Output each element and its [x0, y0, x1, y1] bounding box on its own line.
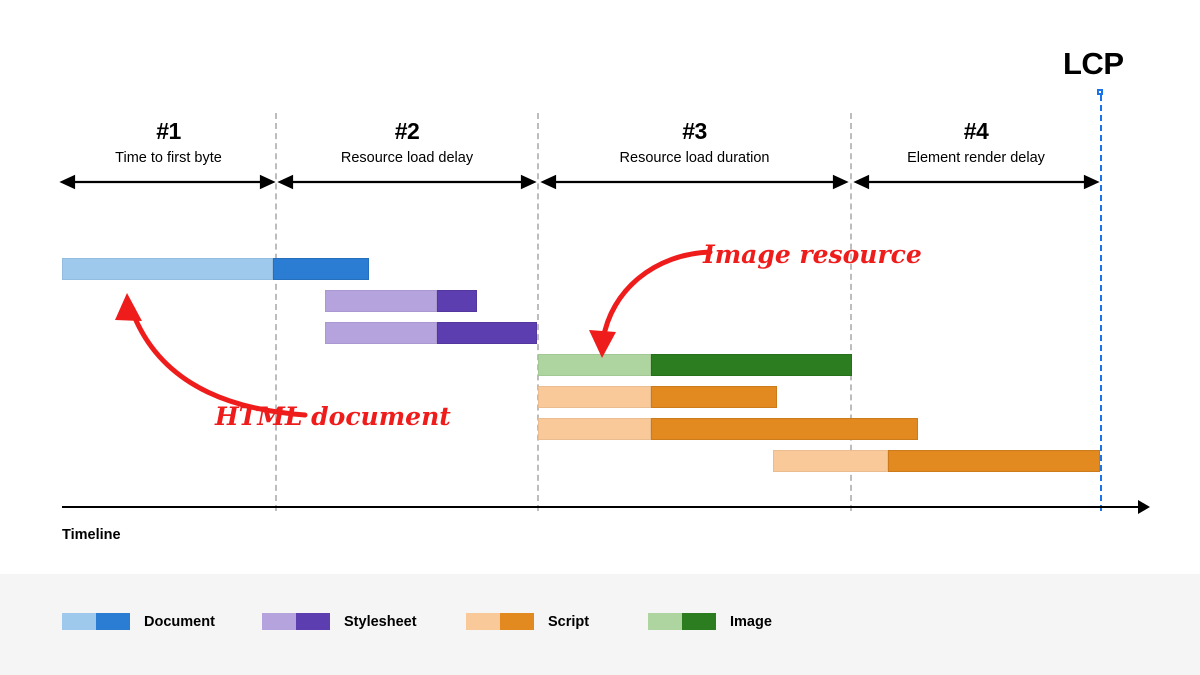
bar-segment-light: [538, 386, 651, 408]
phase-2: #2 Resource load delay: [277, 118, 537, 168]
legend-swatch-light: [262, 613, 296, 630]
phase-3: #3 Resource load duration: [539, 118, 850, 168]
legend-item-document[interactable]: Document: [62, 613, 215, 630]
phase-4-number: #4: [963, 118, 989, 144]
html-document-annotation-arrow: [115, 293, 308, 418]
bar-segment-dark: [651, 418, 918, 440]
phase-1-label: Time to first byte: [115, 150, 222, 166]
bar-segment-light: [62, 258, 273, 280]
diagram-canvas: LCP #1 Time to first byte #2 Resource lo…: [59, 46, 1150, 543]
legend-swatch-dark: [682, 613, 716, 630]
lcp-label: LCP: [1063, 46, 1124, 81]
legend-swatch-stylesheet: [262, 613, 330, 630]
bar-segment-dark: [437, 290, 477, 312]
legend-label-stylesheet: Stylesheet: [344, 613, 417, 630]
legend-label-image: Image: [730, 613, 772, 630]
timeline-axis-arrow-icon: [1138, 500, 1150, 514]
phase-divider-3: [850, 113, 852, 511]
phase-divider-2: [537, 113, 539, 511]
phase-4-label: Element render delay: [907, 150, 1045, 166]
html-document-annotation-label: HTML document: [215, 402, 451, 431]
bar-script-3: [773, 450, 1100, 472]
legend-swatch-document: [62, 613, 130, 630]
bar-document-1: [62, 258, 369, 280]
phase-divider-1: [275, 113, 277, 511]
legend-swatch-dark: [96, 613, 130, 630]
legend-swatch-dark: [500, 613, 534, 630]
bar-segment-dark: [651, 354, 852, 376]
phase-measure-arrows: [59, 174, 1100, 190]
bar-segment-dark: [437, 322, 537, 344]
bar-script-1: [538, 386, 777, 408]
image-resource-annotation-label: Image resource: [703, 240, 922, 269]
bar-segment-light: [325, 322, 437, 344]
bar-script-2: [538, 418, 918, 440]
bar-segment-dark: [273, 258, 369, 280]
legend-item-stylesheet[interactable]: Stylesheet: [262, 613, 417, 630]
lcp-vertical-line: [1100, 95, 1102, 511]
bar-segment-light: [538, 354, 651, 376]
bar-segment-dark: [888, 450, 1100, 472]
timeline-label: Timeline: [62, 527, 121, 543]
phase-3-number: #3: [682, 118, 707, 144]
bar-image-1: [538, 354, 852, 376]
legend-swatch-script: [466, 613, 534, 630]
bar-segment-light: [325, 290, 437, 312]
legend-item-image[interactable]: Image: [648, 613, 772, 630]
image-resource-annotation-arrow: [589, 249, 713, 358]
bar-segment-dark: [651, 386, 777, 408]
bar-stylesheet-2: [325, 322, 537, 344]
phase-4: #4 Element render delay: [852, 118, 1100, 168]
legend-swatch-light: [648, 613, 682, 630]
legend-swatch-image: [648, 613, 716, 630]
legend: Document Stylesheet Script Image: [0, 574, 1200, 675]
timeline-axis: [62, 506, 1140, 508]
legend-swatch-dark: [296, 613, 330, 630]
phase-1: #1 Time to first byte: [62, 118, 275, 168]
phase-3-label: Resource load duration: [619, 150, 770, 166]
phase-2-number: #2: [394, 118, 420, 144]
legend-item-script[interactable]: Script: [466, 613, 589, 630]
lcp-marker-cap: [1097, 89, 1103, 95]
phase-2-label: Resource load delay: [340, 150, 474, 166]
bar-stylesheet-1: [325, 290, 477, 312]
legend-label-script: Script: [548, 613, 590, 630]
bar-segment-light: [538, 418, 651, 440]
legend-swatch-light: [62, 613, 96, 630]
bar-segment-light: [773, 450, 888, 472]
legend-swatch-light: [466, 613, 500, 630]
legend-label-document: Document: [144, 613, 215, 630]
phase-1-number: #1: [156, 118, 181, 144]
